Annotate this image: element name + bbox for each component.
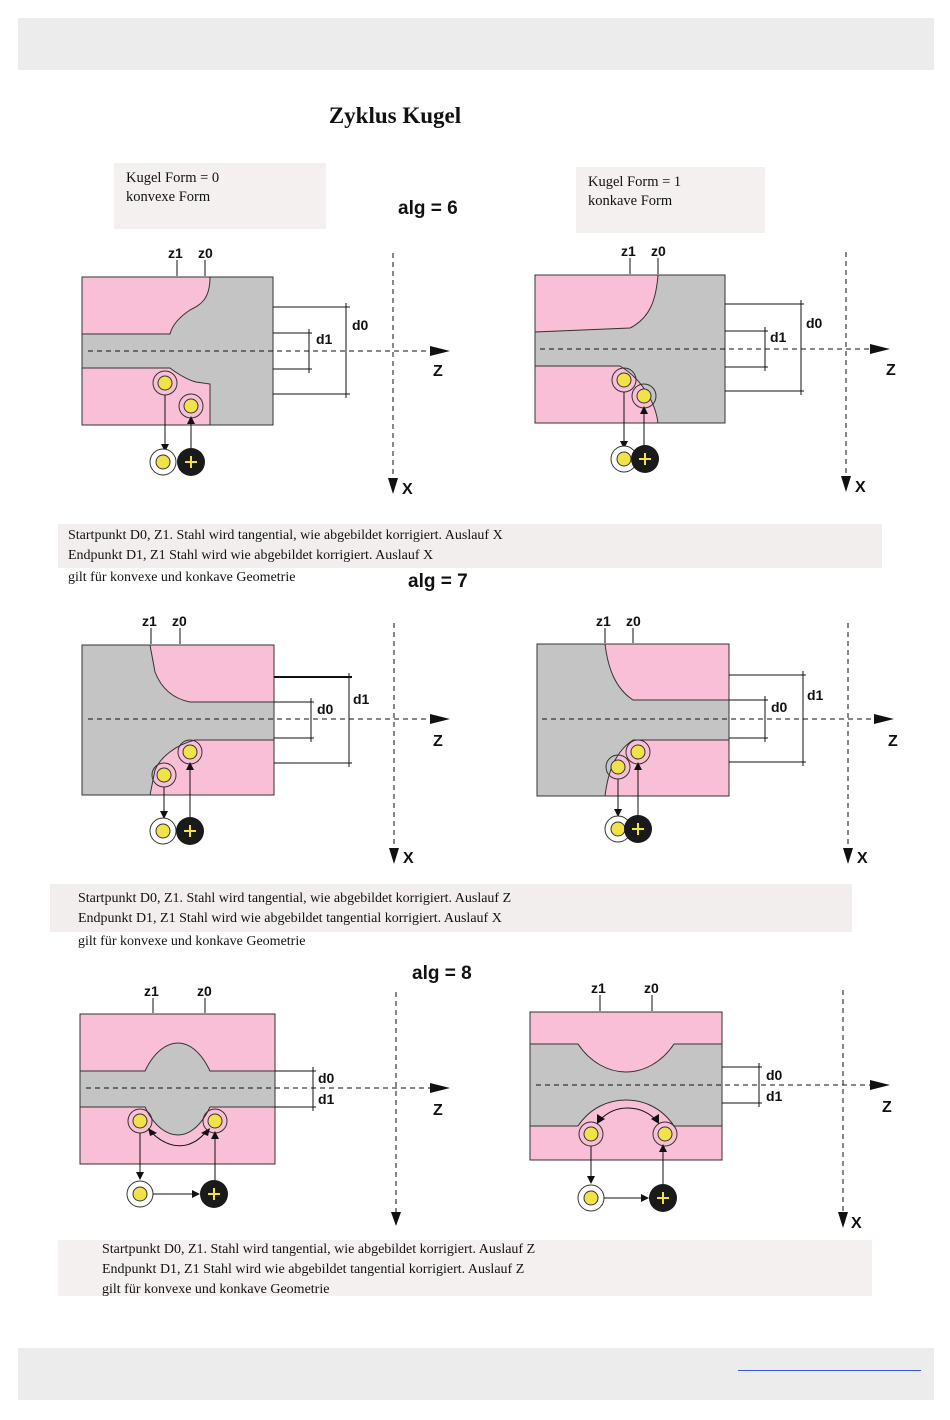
alg6-note-3: gilt für konvexe und konkave Geometrie [68, 570, 296, 585]
alg7-notes: Startpunkt D0, Z1. Stahl wird tangential… [50, 884, 852, 932]
page-title: Zyklus Kugel [328, 103, 462, 128]
label-d1: d1 [316, 331, 333, 347]
label-axis-z: Z [888, 733, 898, 750]
label-axis-z: Z [433, 1102, 443, 1119]
alg8-note-3: gilt für konvexe und konkave Geometrie [102, 1282, 330, 1297]
alg6-notes: Startpunkt D0, Z1. Stahl wird tangential… [58, 524, 882, 568]
alg-8-label: alg = 8 [412, 963, 472, 984]
label-d1: d1 [770, 329, 787, 345]
alg6-note-2: Endpunkt D1, Z1 Stahl wird wie abgebilde… [68, 548, 434, 563]
label-z1: z1 [591, 980, 606, 996]
form-concave-line2: konkave Form [588, 193, 673, 209]
label-z1: z1 [168, 245, 183, 261]
label-d0: d0 [352, 317, 369, 333]
alg7-note-3-wrap: gilt für konvexe und konkave Geometrie [68, 930, 315, 954]
label-d0: d0 [318, 1070, 335, 1086]
label-z0: z0 [644, 980, 659, 996]
label-z0: z0 [197, 983, 212, 999]
alg-6-label: alg = 6 [398, 198, 458, 219]
form-concave-box: Kugel Form = 1 konkave Form [576, 167, 765, 233]
label-axis-z: Z [433, 733, 443, 750]
label-d1: d1 [807, 687, 824, 703]
alg6-note-1: Startpunkt D0, Z1. Stahl wird tangential… [68, 528, 503, 543]
label-axis-x: X [857, 850, 868, 867]
footer-bar [18, 1348, 934, 1400]
alg6-note-3-wrap: gilt für konvexe und konkave Geometrie [58, 566, 305, 590]
label-axis-x: X [851, 1215, 862, 1232]
alg8-note-1: Startpunkt D0, Z1. Stahl wird tangential… [102, 1242, 536, 1257]
label-d0: d0 [766, 1067, 783, 1083]
form-convex-line1: Kugel Form = 0 [126, 170, 220, 186]
label-z0: z0 [172, 613, 187, 629]
label-axis-x: X [855, 479, 866, 496]
alg7-concave-diagram: z1 z0 Z X d0 d1 [536, 613, 898, 867]
label-axis-z: Z [886, 362, 896, 379]
label-z0: z0 [198, 245, 213, 261]
alg8-concave-diagram: z1 z0 Z X d0 d1 [529, 980, 892, 1232]
header-bar [18, 18, 934, 70]
label-z1: z1 [144, 983, 159, 999]
label-d1: d1 [318, 1091, 335, 1107]
label-z0: z0 [626, 613, 641, 629]
form-convex-box: Kugel Form = 0 konvexe Form [114, 163, 326, 229]
label-z1: z1 [142, 613, 157, 629]
alg7-note-3: gilt für konvexe und konkave Geometrie [78, 934, 306, 949]
alg8-note-2: Endpunkt D1, Z1 Stahl wird wie abgebilde… [102, 1262, 525, 1277]
alg8-notes: Startpunkt D0, Z1. Stahl wird tangential… [58, 1240, 872, 1297]
label-z1: z1 [621, 243, 636, 259]
alg-7-label: alg = 7 [408, 571, 468, 592]
label-z1: z1 [596, 613, 611, 629]
label-axis-x: X [403, 850, 414, 867]
alg8-convex-diagram: z1 z0 Z d0 d1 [79, 983, 450, 1226]
label-z0: z0 [651, 243, 666, 259]
form-convex-line2: konvexe Form [126, 189, 211, 205]
alg7-note-1: Startpunkt D0, Z1. Stahl wird tangential… [78, 891, 512, 906]
label-d0: d0 [771, 699, 788, 715]
alg7-convex-diagram: z1 z0 Z X d0 d1 [81, 613, 450, 867]
alg6-concave-diagram: z1 z0 Z X d1 d0 [534, 243, 896, 496]
label-axis-x: X [402, 481, 413, 498]
alg6-convex-diagram: z1 z0 Z X d1 d0 [81, 245, 450, 498]
label-axis-z: Z [882, 1099, 892, 1116]
label-d1: d1 [353, 691, 370, 707]
alg7-note-2: Endpunkt D1, Z1 Stahl wird wie abgebilde… [78, 911, 502, 926]
label-d0: d0 [317, 701, 334, 717]
label-d1: d1 [766, 1088, 783, 1104]
label-axis-z: Z [433, 363, 443, 380]
form-concave-line1: Kugel Form = 1 [588, 174, 682, 190]
footer-link[interactable] [738, 1370, 921, 1371]
label-d0: d0 [806, 315, 823, 331]
